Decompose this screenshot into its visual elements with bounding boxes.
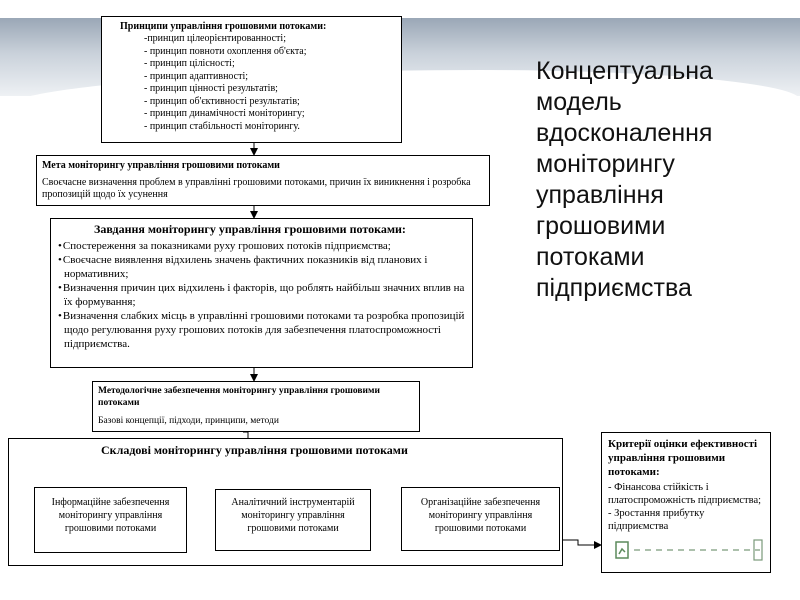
- goal-heading: Мета моніторингу управління грошовими по…: [42, 160, 280, 171]
- component-organization: Організаційне забезпечення моніторингу у…: [401, 487, 560, 551]
- list-item: Своєчасне виявлення відхилень значень фа…: [56, 253, 467, 281]
- methodology-box: Методологічне забезпечення моніторингу у…: [92, 381, 420, 432]
- goal-box: Мета моніторингу управління грошовими по…: [36, 155, 490, 206]
- criteria-heading: Критерії оцінки ефективності управління …: [608, 438, 758, 478]
- components-heading: Складові моніторингу управління грошовим…: [101, 443, 408, 457]
- slide-title: Концептуальна модель вдосконалення моніт…: [536, 57, 713, 302]
- criteria-item: - Зростання прибутку підприємства: [608, 508, 705, 532]
- list-item: Визначення причин цих відхилень і фактор…: [56, 281, 467, 309]
- list-item: - принцип стабільності моніторингу.: [144, 120, 300, 132]
- tasks-list: Спостереження за показниками руху грошов…: [56, 239, 467, 351]
- principles-heading: Принципи управління грошовими потоками:: [120, 21, 327, 32]
- list-item: Спостереження за показниками руху грошов…: [56, 239, 467, 253]
- component-information: Інформаційне забезпечення моніторингу уп…: [34, 487, 187, 553]
- methodology-text: Базові концепції, підходи, принципи, мет…: [98, 416, 279, 426]
- list-item: - принцип об'єктивності результатів;: [144, 95, 300, 107]
- component-analytics: Аналітичний інструментарій моніторингу у…: [215, 489, 371, 551]
- criteria-item: - Фінансова стійкість і платоспроможніст…: [608, 482, 762, 506]
- goal-text: Своєчасне визначення проблем в управлінн…: [42, 177, 471, 200]
- list-item: -принцип цілеорієнтированності;: [144, 33, 286, 44]
- tasks-heading: Завдання моніторингу управління грошовим…: [94, 222, 406, 236]
- arrow-right-icon: [563, 539, 602, 549]
- list-item: - принцип повноти охоплення об'єкта;: [144, 45, 307, 57]
- principles-list: -принцип цілеорієнтированності; - принци…: [106, 33, 397, 133]
- principles-box: Принципи управління грошовими потоками: …: [101, 16, 402, 143]
- list-item: - принцип цінності результатів;: [144, 83, 278, 94]
- list-item: - принцип адаптивності;: [144, 70, 249, 82]
- list-item: - принцип цілісності;: [144, 58, 235, 69]
- methodology-heading: Методологічне забезпечення моніторингу у…: [98, 386, 380, 408]
- chart-icon: [615, 539, 763, 561]
- list-item: Визначення слабких місць в управлінні гр…: [56, 309, 467, 351]
- criteria-box: Критерії оцінки ефективності управління …: [601, 432, 771, 573]
- tasks-box: Завдання моніторингу управління грошовим…: [50, 218, 473, 368]
- list-item: - принцип динамічності моніторингу;: [144, 108, 305, 119]
